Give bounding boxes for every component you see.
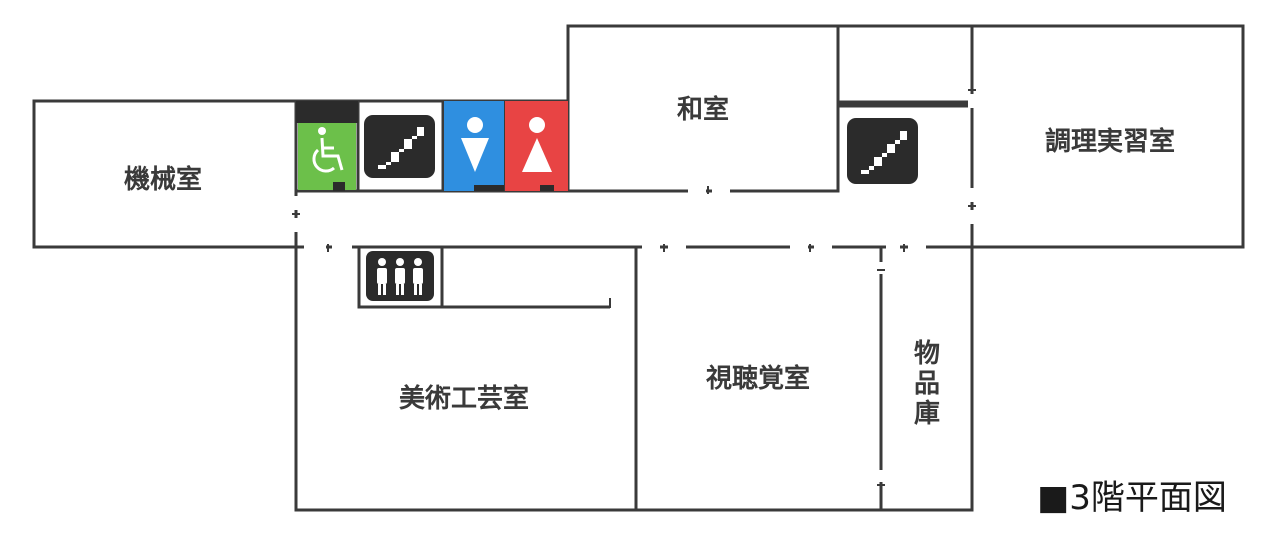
storage-label-3: 庫 [914, 399, 940, 429]
mens-toilet [444, 101, 504, 191]
floor-title: ■3階平面図 [1037, 478, 1227, 518]
stairs-icon [364, 115, 435, 178]
womens-toilet [505, 101, 568, 191]
japanese-room-label: 和室 [677, 94, 729, 125]
storage-label-2: 品 [914, 369, 940, 399]
stairs-right [847, 118, 918, 184]
storage-label-1: 物 [914, 339, 940, 369]
cooking-room-label: 調理実習室 [1045, 126, 1175, 157]
machine-room-label: 機械室 [124, 164, 202, 195]
accessible-toilet [296, 101, 358, 191]
wheelchair-icon [312, 127, 344, 173]
av-room-label: 視聴覚室 [706, 363, 810, 394]
walls [32, 24, 1245, 512]
door-ticks [292, 89, 976, 486]
art-craft-room-label: 美術工芸室 [399, 383, 529, 414]
stairs-icon [847, 118, 918, 184]
female-icon [522, 117, 552, 172]
elevator [366, 251, 434, 301]
door-openings [292, 94, 976, 482]
stairs-left [364, 115, 435, 178]
male-icon [461, 117, 489, 172]
